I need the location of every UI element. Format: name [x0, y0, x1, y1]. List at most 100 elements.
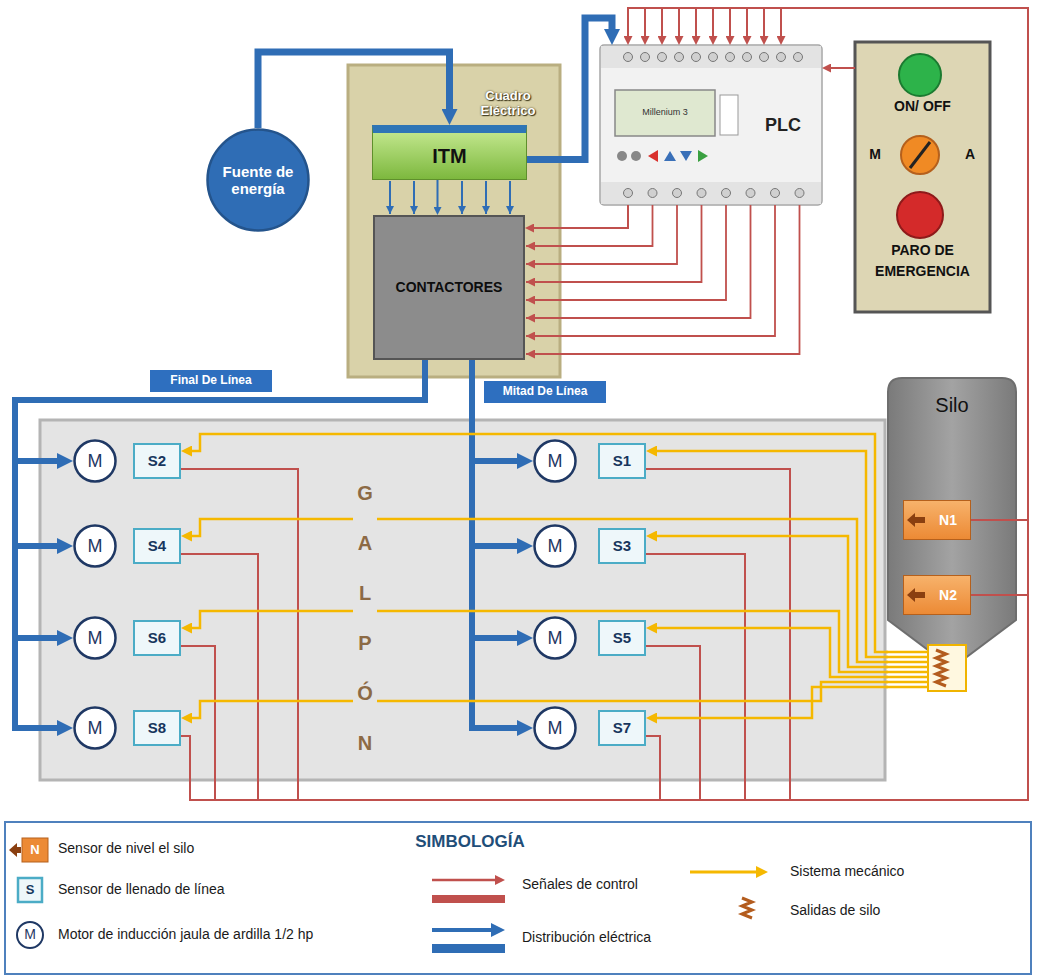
path-shape	[526, 205, 726, 300]
electrical-panel: Cuadro EléctricoITMCONTACTORES	[348, 65, 560, 377]
sensor-label: S3	[613, 537, 631, 554]
circle-shape	[535, 618, 576, 659]
sensor-label: S6	[148, 629, 166, 646]
motor-letter: M	[88, 628, 103, 649]
control-signal	[534, 205, 628, 228]
line-sensor: S1	[598, 443, 646, 479]
motor-symbol: M	[533, 616, 577, 660]
circle-shape	[794, 53, 803, 62]
mechanical-feed	[657, 687, 888, 718]
line-shape	[461, 181, 463, 214]
legend-sample	[18, 878, 42, 902]
legend-symbol-letter: S	[18, 878, 42, 902]
line-sensor: S8	[133, 710, 181, 746]
sensor-label: S4	[148, 537, 166, 554]
circle-shape	[648, 189, 657, 198]
circle-shape	[535, 441, 576, 482]
panel-label: A	[960, 146, 980, 162]
path-shape	[9, 843, 21, 857]
sensor-label: S1	[613, 452, 631, 469]
plc-body	[600, 45, 822, 205]
control-signal	[781, 8, 1028, 595]
line-shape	[690, 871, 756, 874]
circle-shape	[641, 53, 650, 62]
plc-button	[664, 151, 676, 161]
electrical-cabinet	[348, 65, 560, 377]
line-sensor: S6	[133, 620, 181, 656]
circle-shape	[535, 708, 576, 749]
sensor-label: S7	[613, 719, 631, 736]
circle-shape	[771, 189, 780, 198]
rect-shape	[22, 838, 48, 862]
circle-shape	[75, 618, 116, 659]
motor-letter: M	[88, 536, 103, 557]
sensor-label: N1	[939, 512, 957, 528]
sensor-label: S2	[148, 452, 166, 469]
line-shape	[432, 879, 495, 882]
panel-label: ON/ OFF	[855, 98, 990, 114]
circle-shape	[726, 53, 735, 62]
circle-shape	[722, 189, 731, 198]
rect-shape	[432, 944, 505, 953]
circle-shape	[777, 53, 786, 62]
path-shape	[526, 205, 751, 318]
power-line	[472, 360, 517, 728]
sensor-arrow-icon	[906, 585, 928, 605]
circle-shape	[795, 189, 804, 198]
outlet-feeds	[886, 652, 928, 687]
silo-label: Silo	[888, 394, 1016, 417]
mechanical-feed	[657, 628, 888, 677]
mechanical-feed	[192, 519, 888, 662]
level-sensor: N1	[903, 500, 971, 540]
circle-shape	[75, 441, 116, 482]
selector-needle	[910, 142, 930, 168]
mechanical-feed	[657, 451, 888, 657]
mechanical-feed	[657, 536, 888, 667]
line-sensor: S2	[133, 443, 181, 479]
circle-shape	[675, 53, 684, 62]
power-line	[437, 180, 439, 207]
silo-body	[888, 378, 1016, 668]
legend-text: Distribución eléctrica	[522, 929, 651, 945]
control-signal	[831, 67, 855, 69]
plc-terminal-strip	[601, 182, 821, 204]
poultry-house-floor	[40, 420, 885, 780]
plc-button	[617, 151, 627, 161]
operator-panel	[855, 42, 990, 312]
control-panel: ON/ OFFMAPARO DE EMERGENCIA	[855, 42, 990, 312]
mechanical-feed	[192, 611, 888, 672]
control-signal	[181, 8, 1028, 800]
silo: SiloN1N2	[888, 378, 1016, 693]
motor-symbol: M	[73, 616, 117, 660]
line-shape	[886, 671, 928, 674]
line-shape	[509, 181, 511, 214]
plc-button	[698, 150, 708, 162]
legend-text: Sensor de nivel el silo	[58, 840, 194, 856]
legend-text: Sistema mecánico	[790, 863, 904, 879]
box-label: CONTACTORES	[396, 279, 503, 295]
control-signal	[181, 8, 1028, 800]
motor-symbol: M	[533, 524, 577, 568]
circle-shape	[673, 189, 682, 198]
control-signal	[181, 8, 1028, 800]
line-shape	[886, 676, 928, 679]
circle-shape	[624, 189, 633, 198]
panel-label: M	[865, 146, 885, 162]
control-signal	[181, 8, 1028, 800]
circle-shape	[75, 526, 116, 567]
arrow-shape	[907, 588, 925, 602]
motor-symbol: M	[73, 706, 117, 750]
legend-text: Motor de inducción jaula de ardilla 1/2 …	[58, 926, 313, 942]
area-name: G A L P Ó N	[353, 468, 377, 768]
circle-shape	[709, 53, 718, 62]
line-shape	[413, 181, 415, 214]
legend-symbol-letter: M	[17, 922, 43, 948]
motor-letter: M	[88, 718, 103, 739]
legend-sample	[9, 838, 48, 862]
on-off-button	[899, 54, 941, 96]
legend-symbol-letter: N	[22, 838, 48, 862]
device-label: PLC	[748, 115, 818, 136]
line-tab: Mitad De Línea	[484, 381, 606, 403]
rect-shape	[432, 895, 505, 903]
